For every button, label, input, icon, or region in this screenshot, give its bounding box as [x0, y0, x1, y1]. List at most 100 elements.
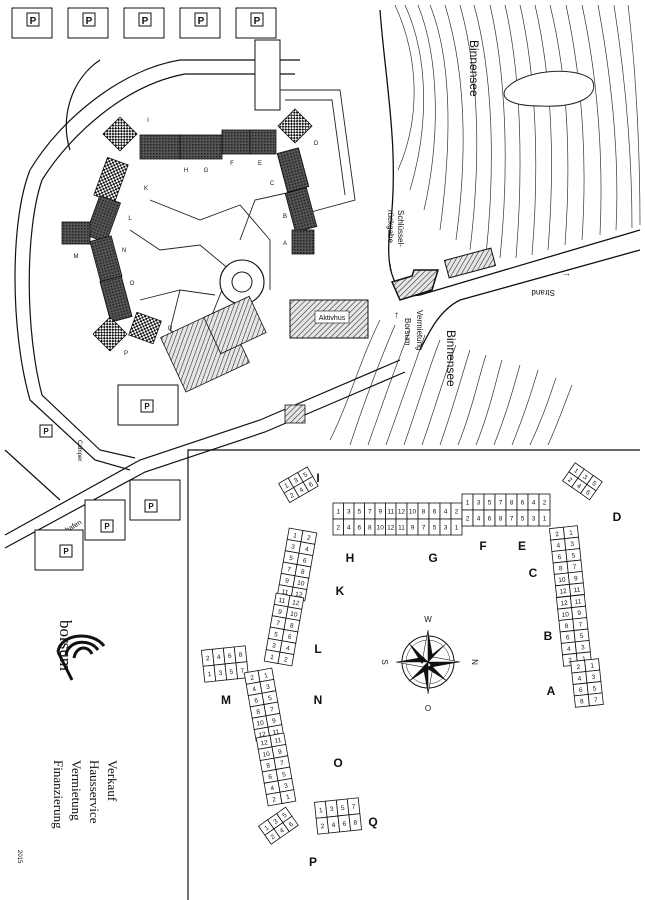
house-number: 5: [488, 500, 492, 507]
house-cell: [450, 518, 463, 536]
parking-sign: P: [30, 16, 37, 27]
house-number: 2: [289, 492, 296, 500]
block-letter: G: [204, 168, 209, 174]
house-number: 8: [422, 509, 426, 516]
svg-text:↓: ↓: [388, 262, 393, 273]
house-number: 6: [584, 489, 591, 497]
overview-blocks: [61, 108, 318, 424]
house-number: 11: [272, 728, 280, 736]
house-number: 5: [229, 669, 234, 676]
block-label-H: H: [346, 551, 355, 565]
block-letter: B: [283, 214, 287, 220]
house-number: 7: [270, 706, 275, 714]
house-number: 9: [278, 748, 283, 756]
house-number: 6: [308, 481, 315, 489]
house-number: 4: [347, 525, 351, 532]
house-number: 3: [293, 477, 300, 485]
house-number: 12: [559, 588, 567, 596]
block-label-C: C: [529, 566, 538, 580]
lake-north: [394, 4, 641, 259]
house-number: 12: [295, 591, 304, 599]
house-number: 5: [268, 695, 273, 703]
parking-labels-top: P P P P P: [26, 12, 264, 27]
house-number: 1: [283, 482, 290, 490]
house-number: 10: [409, 509, 417, 516]
house-number: 3: [291, 544, 296, 552]
house-number: 12: [260, 739, 269, 747]
house-number: 2: [543, 500, 547, 507]
house-number: 1: [582, 656, 587, 663]
block-label-G: G: [428, 551, 437, 565]
house-number: 1: [572, 467, 579, 475]
house-number: 3: [532, 516, 536, 523]
house-number: 4: [575, 483, 582, 491]
block-label-D: D: [613, 510, 622, 524]
house-number: 5: [274, 631, 279, 639]
house-cell: [279, 789, 297, 804]
house-number: 4: [567, 646, 572, 653]
house-number: 10: [561, 611, 569, 619]
house-number: 3: [218, 670, 223, 677]
house-number: 5: [289, 555, 294, 563]
house-number: 10: [256, 720, 265, 728]
house-number: 2: [555, 531, 560, 538]
house-number: 4: [532, 500, 536, 507]
house-number: 8: [368, 525, 372, 532]
house-number: 6: [566, 634, 571, 641]
block-letter: E: [258, 161, 262, 167]
house-number: 7: [276, 620, 281, 628]
house-number: 2: [568, 657, 573, 664]
rental-office-label-2: Borsum: [403, 318, 412, 346]
house-number: 6: [268, 774, 273, 782]
camper-label: Camper: [76, 440, 82, 461]
island: [503, 70, 595, 107]
house-number: 5: [281, 812, 288, 820]
house-number: 1: [336, 509, 340, 516]
house-number: 9: [411, 525, 415, 532]
house-number: 7: [287, 566, 292, 574]
house-number: 1: [286, 794, 291, 802]
house-number: 2: [576, 664, 581, 671]
house-number: 7: [240, 668, 245, 675]
house-number: 11: [387, 509, 394, 516]
house-number: 3: [570, 541, 575, 548]
block-letter: C: [270, 181, 275, 187]
key-return-label-2: rückgabe: [386, 210, 395, 243]
house-number: 4: [279, 827, 286, 835]
footnote: 2015: [16, 850, 22, 864]
house-number: 9: [577, 610, 582, 617]
house-number: 6: [557, 554, 562, 561]
house-number: 6: [357, 525, 361, 532]
reception-building: [390, 269, 440, 301]
beach-label: Strand: [531, 288, 555, 297]
block-label-B: B: [544, 629, 553, 643]
house-number: 5: [579, 633, 584, 640]
parking-lower: P P P P P: [34, 384, 181, 571]
house-number: 4: [331, 822, 336, 829]
house-number: 3: [347, 509, 351, 516]
house-number: 6: [288, 821, 295, 829]
compass-west: W: [424, 615, 432, 624]
block-label-Q: Q: [368, 815, 377, 829]
parking-sign: P: [63, 547, 69, 556]
house-number: 6: [488, 516, 492, 523]
block-label-M: M: [221, 693, 231, 707]
detail-frame: [187, 449, 640, 900]
house-number: 4: [304, 546, 309, 554]
house-number: 4: [477, 516, 481, 523]
lake-south-label: Binnensee: [444, 330, 458, 387]
block-label-E: E: [518, 539, 526, 553]
house-number: 2: [466, 516, 470, 523]
house-number: 1: [319, 807, 324, 814]
house-number: 7: [368, 509, 372, 516]
house-number: 11: [398, 525, 405, 532]
house-number: 1: [543, 516, 547, 523]
house-number: 2: [320, 823, 325, 830]
